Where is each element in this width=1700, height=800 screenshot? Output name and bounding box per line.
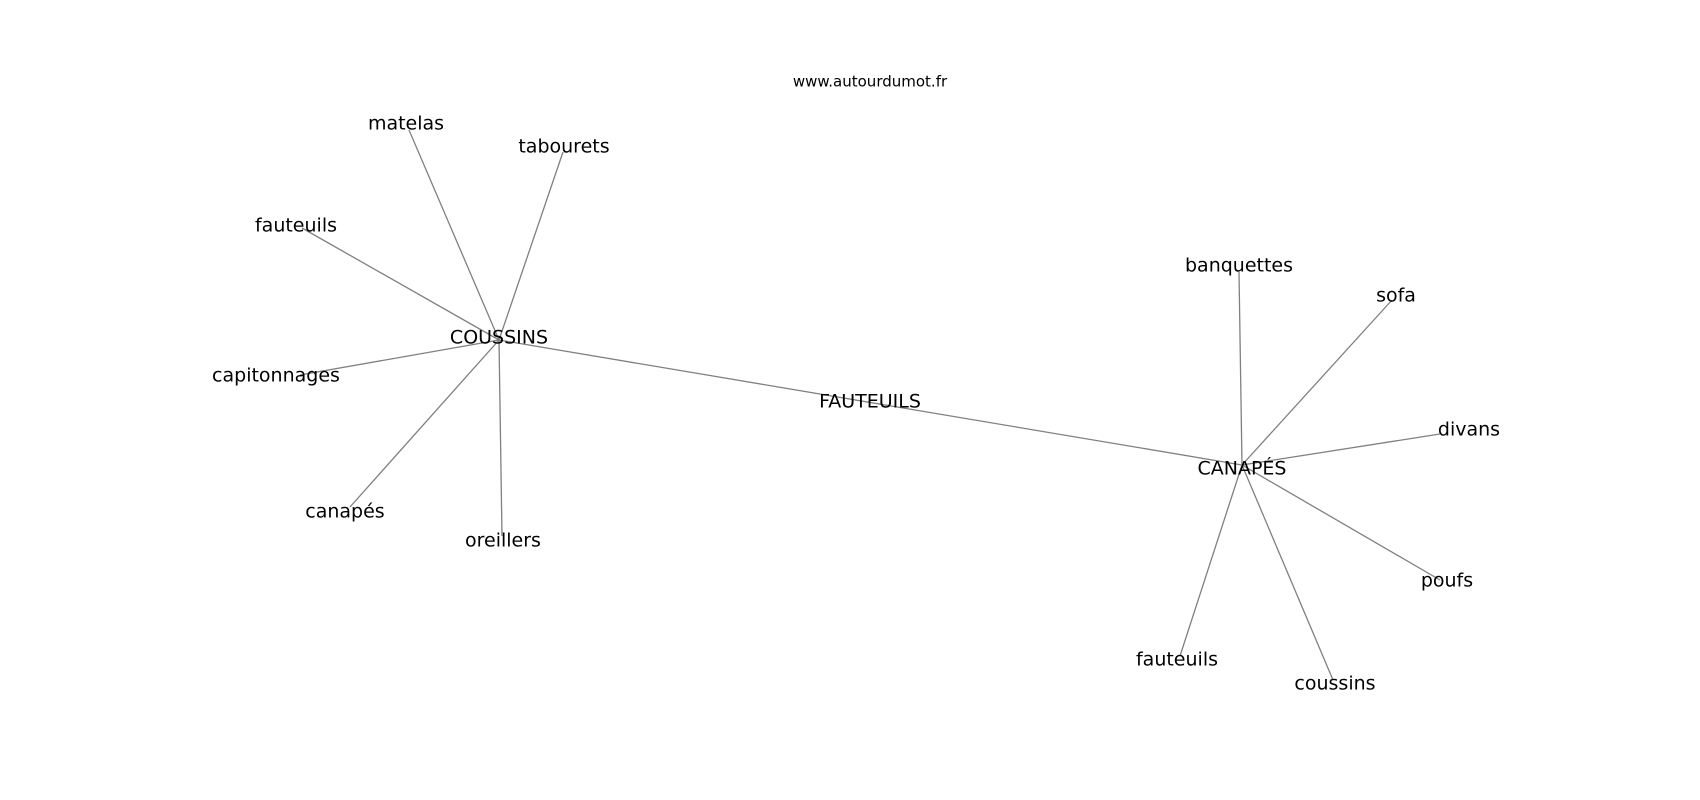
edge-coussins_hub-canapes_small — [349, 339, 500, 508]
edge-canapes_hub-coussins_small — [1241, 464, 1334, 681]
node-label-matelas: matelas — [368, 113, 444, 135]
node-label-poufs: poufs — [1421, 570, 1473, 592]
node-label-canapes-small: canapés — [305, 501, 384, 523]
edge-coussins_hub-fauteuils_left — [301, 227, 500, 341]
node-label-divans: divans — [1438, 419, 1500, 441]
node-label-fauteuils-center: FAUTEUILS — [819, 391, 921, 413]
edge-canapes_hub-poufs — [1241, 464, 1441, 581]
node-label-coussins-small: coussins — [1294, 673, 1375, 695]
node-label-fauteuils-left: fauteuils — [255, 215, 337, 237]
edge-canapes_hub-divans — [1241, 433, 1441, 466]
edge-canapes_hub-fauteuils_right — [1179, 464, 1243, 657]
node-label-oreillers: oreillers — [465, 530, 541, 552]
edge-coussins_hub-matelas — [408, 129, 500, 341]
edge-coussins_hub-capitonnages — [299, 339, 500, 376]
edge-coussins_hub-canapes_hub — [498, 339, 1243, 466]
node-label-capitonnages: capitonnages — [212, 365, 340, 387]
edge-canapes_hub-banquettes — [1238, 271, 1243, 466]
watermark-text: www.autourdumot.fr — [793, 73, 948, 91]
node-label-tabourets: tabourets — [518, 136, 609, 158]
edge-coussins_hub-oreillers — [498, 339, 503, 537]
edge-coussins_hub-tabourets — [498, 151, 564, 341]
edge-canapes_hub-sofa — [1241, 299, 1393, 466]
nodes-layer: FAUTEUILS COUSSINS CANAPÉS matelas tabourets… — [212, 113, 1500, 695]
node-label-coussins-hub: COUSSINS — [450, 327, 548, 349]
node-label-fauteuils-right: fauteuils — [1136, 649, 1218, 671]
node-label-sofa: sofa — [1376, 285, 1416, 307]
node-label-banquettes: banquettes — [1185, 255, 1293, 277]
edges-layer — [299, 129, 1441, 681]
node-label-canapes-hub: CANAPÉS — [1198, 457, 1287, 480]
